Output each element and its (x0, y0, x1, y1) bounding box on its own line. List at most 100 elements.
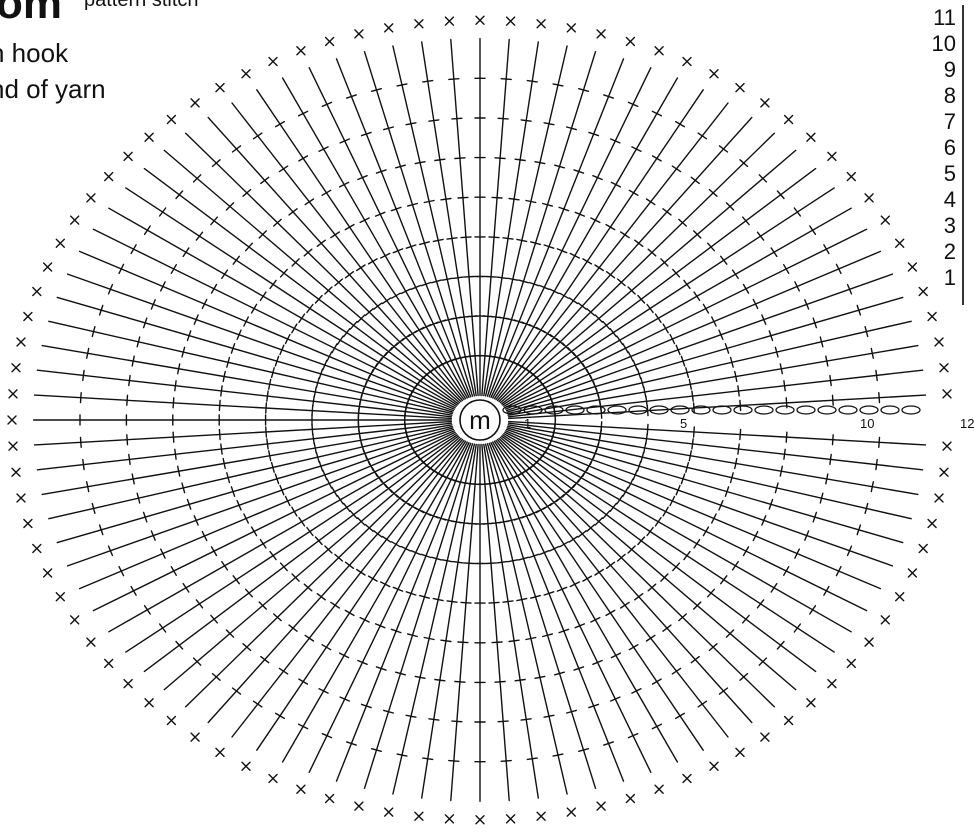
stitch-tick (647, 424, 648, 434)
stitch-tick (738, 444, 739, 454)
stitch-tick (87, 482, 89, 492)
stitch-tick (606, 225, 615, 230)
stitch-tick (441, 199, 451, 200)
stitch-tick (424, 638, 434, 640)
stitch-stem (42, 425, 452, 495)
stitch-tick (401, 547, 410, 551)
chain-stitch (797, 406, 815, 414)
stitch-tick (826, 356, 828, 366)
stitch-stem (506, 431, 881, 589)
stitch-tick (435, 680, 445, 681)
stitch-tick (703, 527, 708, 536)
stitch-tick (610, 329, 616, 337)
stitch-tick (312, 424, 313, 434)
stitch-tick (591, 218, 600, 222)
stitch-tick (269, 379, 271, 389)
stitch-tick (644, 443, 646, 453)
stitch-tick (322, 645, 331, 650)
stitch-tick (392, 293, 401, 298)
stitch-tick (784, 381, 785, 391)
stitch-stem (283, 78, 468, 398)
stitch-tick (219, 430, 220, 440)
stitch-tick (689, 379, 691, 389)
row-marker: 12 (960, 416, 974, 431)
stitch-tick (173, 432, 174, 442)
stitch-stem (393, 444, 475, 794)
stitch-tick (694, 292, 700, 300)
stitch-tick (331, 602, 339, 608)
stitch-tick (233, 576, 239, 584)
stitch-tick (369, 576, 378, 581)
stitch-tick (676, 713, 685, 718)
stitch-tick (211, 217, 218, 225)
stitch-stem (80, 251, 455, 409)
stitch-tick (871, 348, 873, 358)
stitch-tick (449, 761, 459, 762)
stitch-tick (175, 381, 176, 391)
stitch-tick (553, 84, 563, 86)
stitch-tick (535, 162, 545, 164)
center-label: m (469, 405, 491, 435)
stitch-tick (171, 567, 176, 576)
stitch-tick (647, 635, 655, 641)
stitch-tick (338, 496, 344, 504)
stitch-tick (211, 615, 218, 623)
stitch-tick (826, 474, 828, 484)
stitch-tick (212, 547, 217, 556)
stitch-tick (656, 518, 662, 526)
stitch-tick (771, 584, 777, 592)
stitch-tick (452, 118, 462, 119)
stitch-stem (126, 188, 457, 405)
stitch-tick (652, 724, 661, 728)
stitch-stem (80, 431, 455, 589)
stitch-tick (515, 680, 525, 681)
stitch-stem (486, 444, 567, 794)
stitch-tick (360, 618, 369, 622)
stitch-tick (429, 719, 439, 720)
stitch-tick (526, 638, 536, 640)
stitch-tick (672, 166, 680, 172)
stitch-tick (145, 226, 151, 234)
stitch-tick (583, 259, 592, 264)
stitch-tick (694, 540, 700, 548)
stitch-stem (508, 346, 918, 416)
stitch-tick (692, 439, 693, 449)
stitch-tick (87, 348, 89, 358)
stitch-tick (521, 120, 531, 121)
stitch-tick (526, 201, 536, 203)
stitch-tick (632, 689, 641, 693)
stitch-tick (406, 123, 416, 125)
chain-stitch (881, 406, 899, 414)
stitch-tick (550, 289, 559, 293)
stitch-tick (442, 278, 452, 280)
stitch-tick (498, 721, 508, 722)
stitch-tick (570, 254, 579, 259)
stitch-tick (784, 567, 789, 576)
stitch-tick (535, 676, 545, 678)
stitch-tick (740, 400, 741, 410)
stitch-tick (461, 237, 471, 238)
legend-row: 1 (930, 265, 970, 291)
stitch-tick (830, 455, 831, 465)
stitch-tick (501, 79, 511, 80)
stitch-tick (360, 218, 369, 222)
stitch-stem (493, 442, 678, 762)
stitch-tick (269, 451, 271, 461)
stitch-tick (397, 754, 407, 756)
stitch-tick (824, 587, 829, 596)
stitch-tick (560, 542, 569, 547)
stitch-tick (423, 81, 433, 82)
stitch-tick (305, 635, 313, 641)
stitch-tick (876, 460, 877, 470)
stitch-tick (698, 133, 706, 139)
stitch-tick (381, 254, 390, 259)
stitch-tick (786, 432, 787, 442)
stitch-tick (279, 668, 287, 674)
stitch-tick (527, 758, 537, 759)
stitch-tick (689, 451, 691, 461)
stitch-tick (254, 701, 262, 707)
stitch-tick (338, 336, 344, 344)
stitch-tick (219, 400, 220, 410)
stitch-tick (212, 285, 217, 294)
legend-row: 6 (930, 135, 970, 161)
